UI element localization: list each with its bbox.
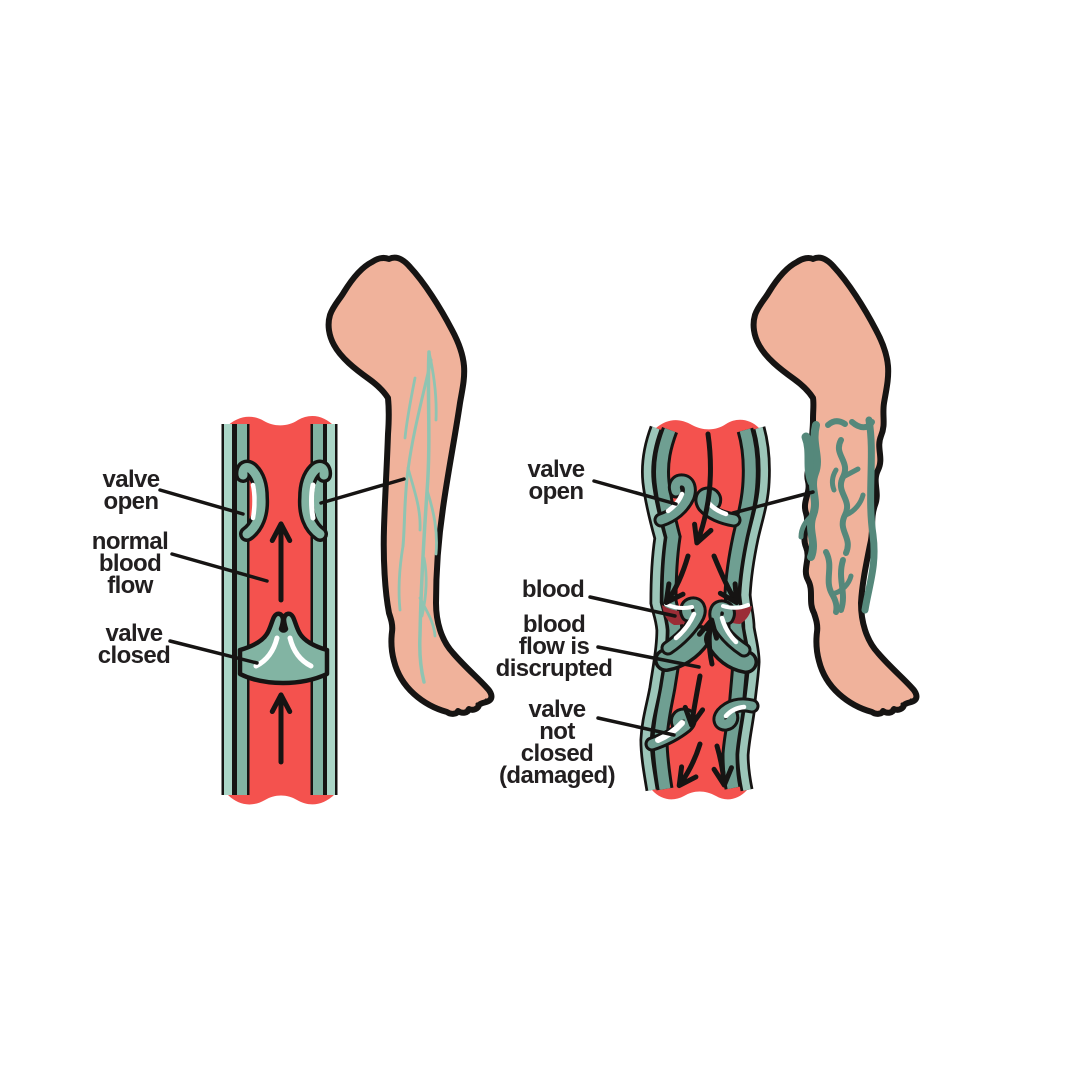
varicose-vein-line bbox=[801, 432, 817, 487]
toe-lines bbox=[455, 698, 488, 714]
disrupted-flow-arrow bbox=[676, 741, 703, 789]
varicose-vein-branch bbox=[825, 418, 848, 428]
leg-vein-line bbox=[403, 376, 417, 440]
valve-open-damaged-vein bbox=[653, 473, 742, 528]
valve-open bbox=[234, 459, 333, 542]
valve-flap-left bbox=[238, 463, 266, 539]
valve-closed-shape bbox=[237, 611, 330, 686]
valve-closed-highlight bbox=[287, 635, 314, 669]
label-valve-open: open bbox=[529, 478, 584, 505]
varicose-vein-branch bbox=[843, 492, 866, 518]
leg-vein-line bbox=[418, 350, 431, 684]
label-normal-blood-flow: flow bbox=[107, 572, 154, 599]
valve-closed bbox=[237, 611, 330, 686]
leg-vein-line bbox=[397, 544, 405, 612]
leader-valve-open-left bbox=[158, 488, 245, 516]
varicose-vein-branch bbox=[829, 467, 839, 493]
varicose-vein-branch bbox=[840, 466, 861, 480]
leader-valve-closed bbox=[168, 639, 259, 665]
leg-vein-line bbox=[406, 466, 422, 532]
normal-vein-diagram bbox=[221, 415, 338, 805]
leg-vein-line bbox=[425, 488, 438, 556]
normal-leg-veins bbox=[397, 350, 438, 684]
pooled-blood-highlight bbox=[721, 603, 750, 610]
left-diagram-labels: valve open normal blood flow valve close… bbox=[92, 466, 171, 669]
valve-flap-highlight bbox=[250, 482, 257, 521]
varicose-veins bbox=[798, 416, 878, 615]
leader-valve-open-right bbox=[592, 479, 678, 506]
label-normal-blood-flow: blood bbox=[99, 550, 161, 577]
valve-flap-right bbox=[711, 602, 749, 655]
valve-flap-highlight bbox=[309, 482, 316, 521]
leg-vein-line bbox=[427, 350, 438, 422]
varicose-vein-diagram bbox=[639, 419, 771, 800]
leader-normal-blood-flow bbox=[170, 552, 269, 583]
label-blood: blood bbox=[522, 576, 584, 603]
leader-blood bbox=[588, 595, 677, 618]
varicose-vein-line bbox=[861, 416, 878, 614]
varicose-vein-branch bbox=[849, 419, 875, 431]
normal-leg-illustration bbox=[325, 254, 495, 717]
valve-flap-right bbox=[301, 463, 329, 539]
valve-flap-highlight bbox=[719, 615, 739, 645]
leg-vein-line bbox=[418, 596, 437, 638]
valve-flap-highlight bbox=[723, 704, 747, 719]
label-blood-flow-disrupted: flow is bbox=[519, 633, 590, 660]
right-diagram-labels: valve open blood blood flow is discrupte… bbox=[496, 456, 616, 789]
label-normal-blood-flow: normal bbox=[92, 528, 168, 555]
leader-blood-flow-disrupted bbox=[596, 645, 701, 669]
disrupted-flow-arrow bbox=[663, 553, 691, 606]
varicose-leg-illustration bbox=[750, 254, 920, 717]
leg-vein-line bbox=[420, 556, 428, 618]
leader-lines bbox=[158, 477, 815, 737]
leader-valve-to-varicose-leg bbox=[731, 490, 815, 515]
disrupted-flow-arrow bbox=[711, 553, 740, 606]
valve-sinus-pocket-right bbox=[707, 630, 755, 671]
valve-flap-right bbox=[697, 489, 739, 525]
leader-valve-to-normal-leg bbox=[319, 477, 406, 505]
valve-flap-highlight bbox=[673, 611, 697, 641]
label-valve-not-closed: (damaged) bbox=[499, 762, 615, 789]
label-valve-open: open bbox=[104, 488, 159, 515]
leader-valve-not-closed bbox=[596, 716, 676, 737]
disrupted-flow-arrow bbox=[692, 431, 714, 546]
varicose-vein-line bbox=[836, 437, 851, 556]
varicose-vein-line bbox=[807, 421, 821, 561]
normal-leg-outline bbox=[325, 254, 495, 717]
varicose-vein-branch bbox=[829, 573, 854, 597]
label-valve-not-closed: valve bbox=[528, 696, 585, 723]
vein-wall-inner-right bbox=[724, 428, 756, 790]
label-valve-closed: valve bbox=[105, 620, 162, 647]
toe-lines bbox=[880, 698, 913, 714]
varicose-vein-branch bbox=[798, 512, 816, 540]
valve-closed-highlight bbox=[253, 635, 280, 669]
valve-flap-right bbox=[715, 700, 757, 729]
label-valve-open: valve bbox=[527, 456, 584, 483]
label-valve-closed: closed bbox=[98, 642, 170, 669]
disrupted-flow-arrow bbox=[682, 673, 706, 728]
vein-wall-outer-right bbox=[739, 426, 769, 791]
backflow-up-arrow bbox=[696, 617, 719, 667]
valve-flap-left bbox=[656, 476, 694, 525]
label-blood-flow-disrupted: blood bbox=[523, 611, 585, 638]
label-blood-flow-disrupted: discrupted bbox=[496, 655, 613, 682]
label-valve-not-closed: not bbox=[539, 718, 575, 745]
label-valve-open: valve bbox=[102, 466, 159, 493]
disrupted-flow-arrow bbox=[711, 743, 734, 788]
label-valve-not-closed: closed bbox=[521, 740, 593, 767]
varicose-vein-line bbox=[838, 557, 846, 613]
